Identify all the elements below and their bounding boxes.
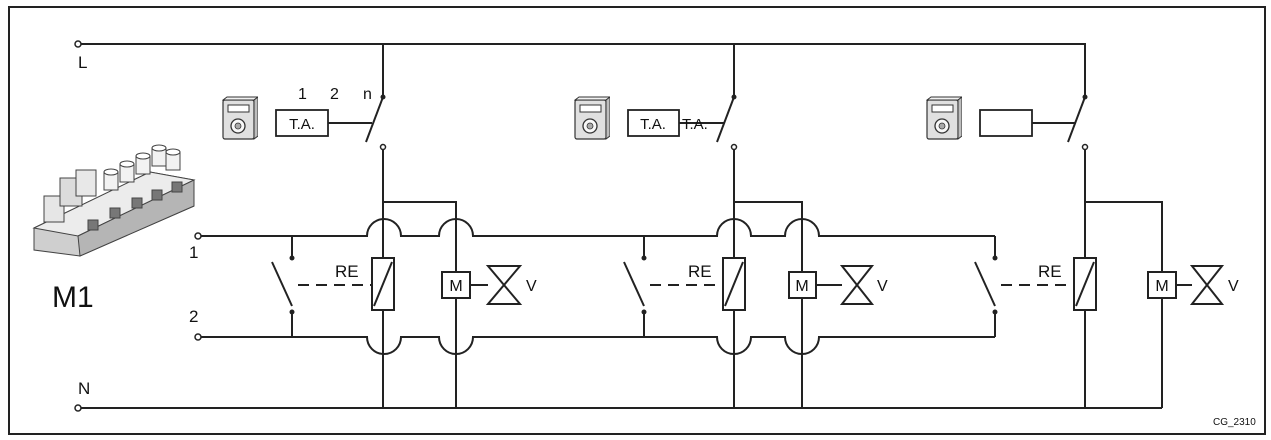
thermostat-icon	[222, 96, 258, 140]
motor	[788, 271, 817, 299]
valve-label: V	[877, 278, 888, 295]
thermostat-switch	[1067, 96, 1086, 143]
terminal-block-icon	[32, 144, 196, 257]
zone-1-motor-feed	[383, 201, 457, 408]
zone-2-motor-feed	[734, 201, 803, 408]
motor-label: M	[1155, 278, 1168, 295]
pin-2-label: 2	[330, 86, 339, 103]
zone-2: T.A. T.A. RE M V	[574, 94, 888, 337]
stray-label: T.A.	[682, 116, 708, 133]
thermostat-box	[627, 109, 680, 137]
terminal-2-bus	[198, 336, 995, 355]
relay-label: RE	[688, 262, 712, 281]
valve-label: V	[526, 278, 537, 295]
terminal-2-label: 2	[189, 307, 198, 326]
motor	[1147, 271, 1177, 299]
thermostat-switch	[365, 96, 384, 143]
thermostat-box	[979, 109, 1033, 137]
thermostat-icon	[926, 96, 962, 140]
relay-label: RE	[335, 262, 359, 281]
line-rail	[78, 43, 1086, 97]
thermostat-label: T.A.	[289, 116, 315, 133]
neutral-label: N	[78, 379, 90, 398]
line-label: L	[78, 53, 87, 72]
module-label: M1	[52, 281, 94, 314]
zone-3-motor-feed	[1085, 201, 1163, 408]
terminal-1-label: 1	[189, 243, 198, 262]
terminal-1-bus	[198, 218, 995, 237]
valve-icon	[485, 265, 523, 305]
thermostat-icon	[574, 96, 610, 140]
figure-code: CG_2310	[1213, 417, 1256, 428]
motor-label: M	[449, 278, 462, 295]
terminal-n	[74, 404, 82, 412]
thermostat-label: T.A.	[640, 116, 666, 133]
pin-n-label: n	[363, 86, 372, 103]
terminal-l	[74, 40, 82, 48]
relay-label: RE	[1038, 262, 1062, 281]
zone-3: RE M V	[926, 94, 1239, 337]
thermostat-switch	[716, 96, 735, 143]
zone-1: T.A. 1 2 n RE M V	[222, 86, 537, 337]
pin-1-label: 1	[298, 86, 307, 103]
valve-label: V	[1228, 278, 1239, 295]
valve-icon	[839, 265, 875, 305]
terminal-1	[194, 232, 202, 240]
terminal-2	[194, 333, 202, 341]
motor-label: M	[795, 278, 808, 295]
diagram-frame	[8, 6, 1266, 435]
valve-icon	[1189, 265, 1225, 305]
